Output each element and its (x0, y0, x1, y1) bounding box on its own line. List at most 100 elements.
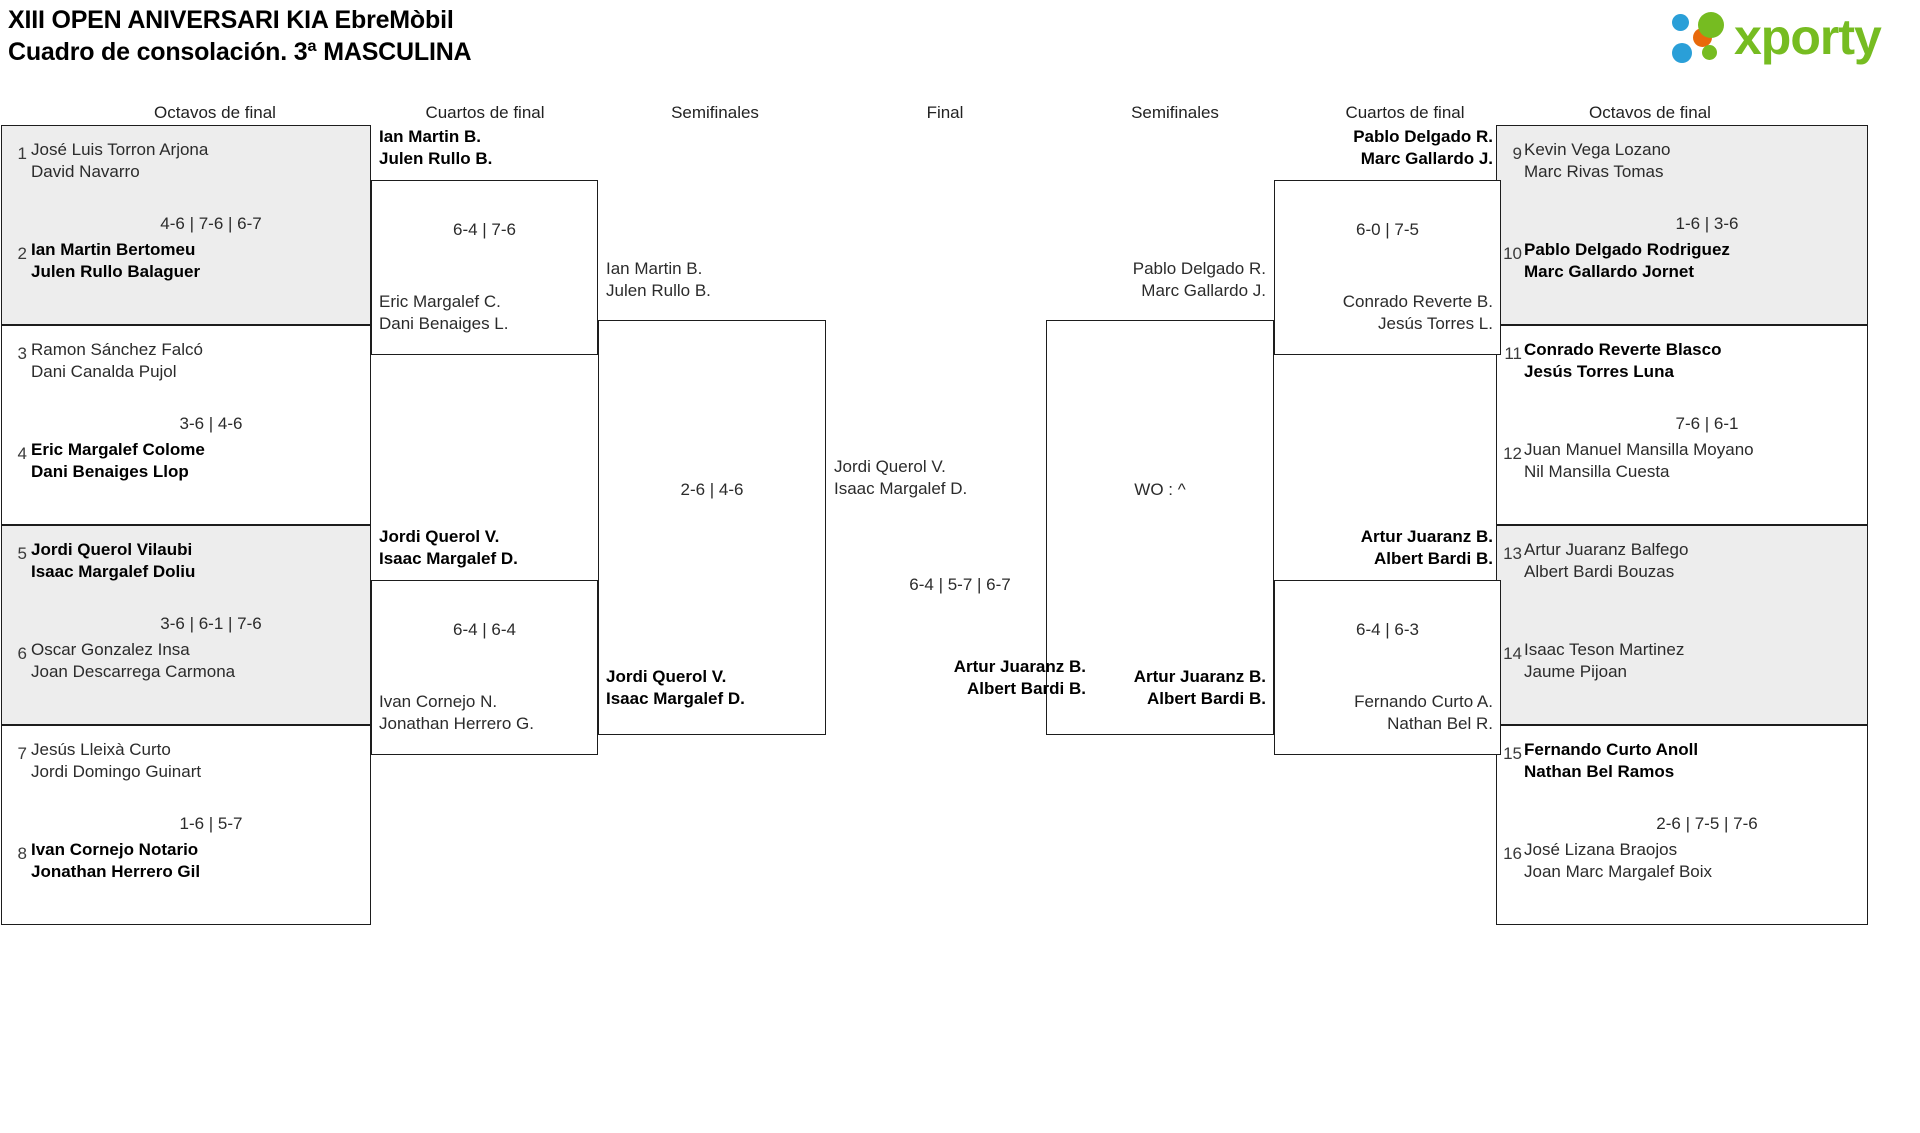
final-bot-line1: Artur Juaranz B. (953, 657, 1086, 676)
seed-number-16: 16 (1503, 844, 1522, 863)
match-score-11-12: 7-6 | 6-1 (1675, 414, 1739, 433)
qf-right-bot-1-line1: Fernando Curto A. (1354, 692, 1493, 711)
seed-number-14: 14 (1503, 644, 1522, 663)
team-top-seed-1-line1: José Luis Torron Arjona (31, 140, 209, 159)
seed-number-10: 10 (1503, 244, 1522, 263)
match-box[interactable] (1046, 320, 1274, 735)
team-bot-seed-4-line1: Eric Margalef Colome (31, 440, 205, 459)
seed-number-4: 4 (17, 444, 27, 463)
seed-number-8: 8 (17, 844, 27, 863)
match-box[interactable] (1274, 580, 1501, 755)
team-top-seed-5-line2: Isaac Margalef Doliu (31, 562, 196, 581)
team-top-seed-9-line1: Kevin Vega Lozano (1524, 140, 1671, 159)
team-bot-seed-2-line1: Ian Martin Bertomeu (31, 240, 196, 259)
seed-number-12: 12 (1503, 444, 1522, 463)
team-bot-seed-8-line1: Ivan Cornejo Notario (31, 840, 199, 859)
round-header-right-sf: Semifinales (1131, 103, 1219, 122)
match-box[interactable] (1, 525, 371, 725)
team-top-seed-1-line2: David Navarro (31, 162, 140, 181)
final-top-line1: Jordi Querol V. (834, 457, 946, 476)
qf-left-top-1-line1: Jordi Querol V. (379, 527, 500, 546)
match-box[interactable] (1496, 725, 1868, 925)
team-bot-seed-14-line1: Isaac Teson Martinez (1524, 640, 1685, 659)
seed-number-6: 6 (17, 644, 27, 663)
team-bot-seed-4-line2: Dani Benaiges Llop (31, 462, 189, 481)
team-bot-seed-12-line2: Nil Mansilla Cuesta (1524, 462, 1670, 481)
qf-left-top-1-line2: Isaac Margalef D. (379, 549, 518, 568)
sf-right-top-line2: Marc Gallardo J. (1141, 281, 1266, 300)
team-bot-seed-6-line2: Joan Descarrega Carmona (31, 662, 236, 681)
team-bot-seed-10-line1: Pablo Delgado Rodriguez (1524, 240, 1730, 259)
sf-right-score: WO : ^ (1134, 480, 1186, 499)
match-box[interactable] (371, 180, 598, 355)
team-bot-seed-16-line2: Joan Marc Margalef Boix (1524, 862, 1713, 881)
team-top-seed-15-line2: Nathan Bel Ramos (1524, 762, 1675, 781)
team-top-seed-13-line1: Artur Juaranz Balfego (1524, 540, 1689, 559)
title-line-1: XIII OPEN ANIVERSARI KIA EbreMòbil (8, 6, 454, 34)
logo-wordmark: xporty (1734, 9, 1882, 65)
match-box[interactable] (371, 580, 598, 755)
final-bot-line2: Albert Bardi B. (966, 679, 1086, 698)
qf-right-top-0-line2: Marc Gallardo J. (1360, 149, 1493, 168)
qf-right-bot-0-line2: Jesús Torres L. (1378, 314, 1493, 333)
xporty-logo: xporty (1672, 6, 1898, 68)
seed-number-15: 15 (1503, 744, 1522, 763)
match-box[interactable] (1, 725, 371, 925)
team-top-seed-3-line1: Ramon Sánchez Falcó (31, 340, 203, 359)
qf-right-top-1-line1: Artur Juaranz B. (1360, 527, 1493, 546)
final-top-line2: Isaac Margalef D. (834, 479, 968, 498)
match-score-15-16: 2-6 | 7-5 | 7-6 (1656, 814, 1758, 833)
seed-number-7: 7 (17, 744, 27, 763)
sf-left-score: 2-6 | 4-6 (680, 480, 744, 499)
round-header-final: Final (926, 103, 964, 122)
team-bot-seed-12-line1: Juan Manuel Mansilla Moyano (1524, 440, 1754, 459)
match-box[interactable] (1496, 325, 1868, 525)
sf-left-top-line1: Ian Martin B. (606, 259, 703, 278)
sf-left-top-line2: Julen Rullo B. (606, 281, 711, 300)
match-box[interactable] (598, 320, 826, 735)
team-bot-seed-8-line2: Jonathan Herrero Gil (31, 862, 201, 881)
seed-number-1: 1 (17, 144, 27, 163)
team-bot-seed-6-line1: Oscar Gonzalez Insa (31, 640, 190, 659)
qf-right-top-0-line1: Pablo Delgado R. (1353, 127, 1493, 146)
sf-right-top-line1: Pablo Delgado R. (1132, 259, 1266, 278)
seed-number-9: 9 (1512, 144, 1522, 163)
seed-number-5: 5 (17, 544, 27, 563)
sf-right-bot-line1: Artur Juaranz B. (1133, 667, 1266, 686)
qf-left-score-1: 6-4 | 6-4 (452, 620, 516, 639)
seed-number-13: 13 (1503, 544, 1522, 563)
team-bot-seed-14-line2: Jaume Pijoan (1524, 662, 1628, 681)
team-top-seed-7-line1: Jesús Lleixà Curto (31, 740, 171, 759)
round-header-right-r16: Octavos de final (1589, 103, 1711, 122)
match-box[interactable] (1496, 525, 1868, 725)
seed-number-11: 11 (1504, 344, 1522, 363)
match-box[interactable] (1274, 180, 1501, 355)
match-score-1-2: 4-6 | 7-6 | 6-7 (160, 214, 262, 233)
qf-left-top-0-line1: Ian Martin B. (379, 127, 482, 146)
match-box[interactable] (1, 125, 371, 325)
team-top-seed-11-line2: Jesús Torres Luna (1524, 362, 1674, 381)
qf-right-bot-0-line1: Conrado Reverte B. (1342, 292, 1493, 311)
team-top-seed-9-line2: Marc Rivas Tomas (1524, 162, 1664, 181)
logo-dots-icon (1672, 12, 1734, 64)
team-top-seed-15-line1: Fernando Curto Anoll (1524, 740, 1699, 759)
round-header-left-qf: Cuartos de final (425, 103, 545, 122)
qf-left-bot-1-line2: Jonathan Herrero G. (379, 714, 534, 733)
sf-right-bot-line2: Albert Bardi B. (1146, 689, 1266, 708)
team-bot-seed-2-line2: Julen Rullo Balaguer (31, 262, 201, 281)
sf-left-bot-line2: Isaac Margalef D. (606, 689, 745, 708)
qf-left-bot-0-line1: Eric Margalef C. (379, 292, 501, 311)
match-box[interactable] (1496, 125, 1868, 325)
title-line-2: Cuadro de consolación. 3ª MASCULINA (8, 38, 472, 66)
team-top-seed-3-line2: Dani Canalda Pujol (31, 362, 177, 381)
team-bot-seed-16-line1: José Lizana Braojos (1524, 840, 1678, 859)
qf-left-bot-0-line2: Dani Benaiges L. (379, 314, 509, 333)
qf-left-bot-1-line1: Ivan Cornejo N. (379, 692, 498, 711)
page-header: XIII OPEN ANIVERSARI KIA EbreMòbil Cuadr… (0, 0, 1920, 96)
team-top-seed-7-line2: Jordi Domingo Guinart (31, 762, 202, 781)
match-box[interactable] (1, 325, 371, 525)
qf-left-top-0-line2: Julen Rullo B. (379, 149, 493, 168)
qf-right-top-1-line2: Albert Bardi B. (1373, 549, 1493, 568)
qf-right-score-0: 6-0 | 7-5 (1355, 220, 1419, 239)
